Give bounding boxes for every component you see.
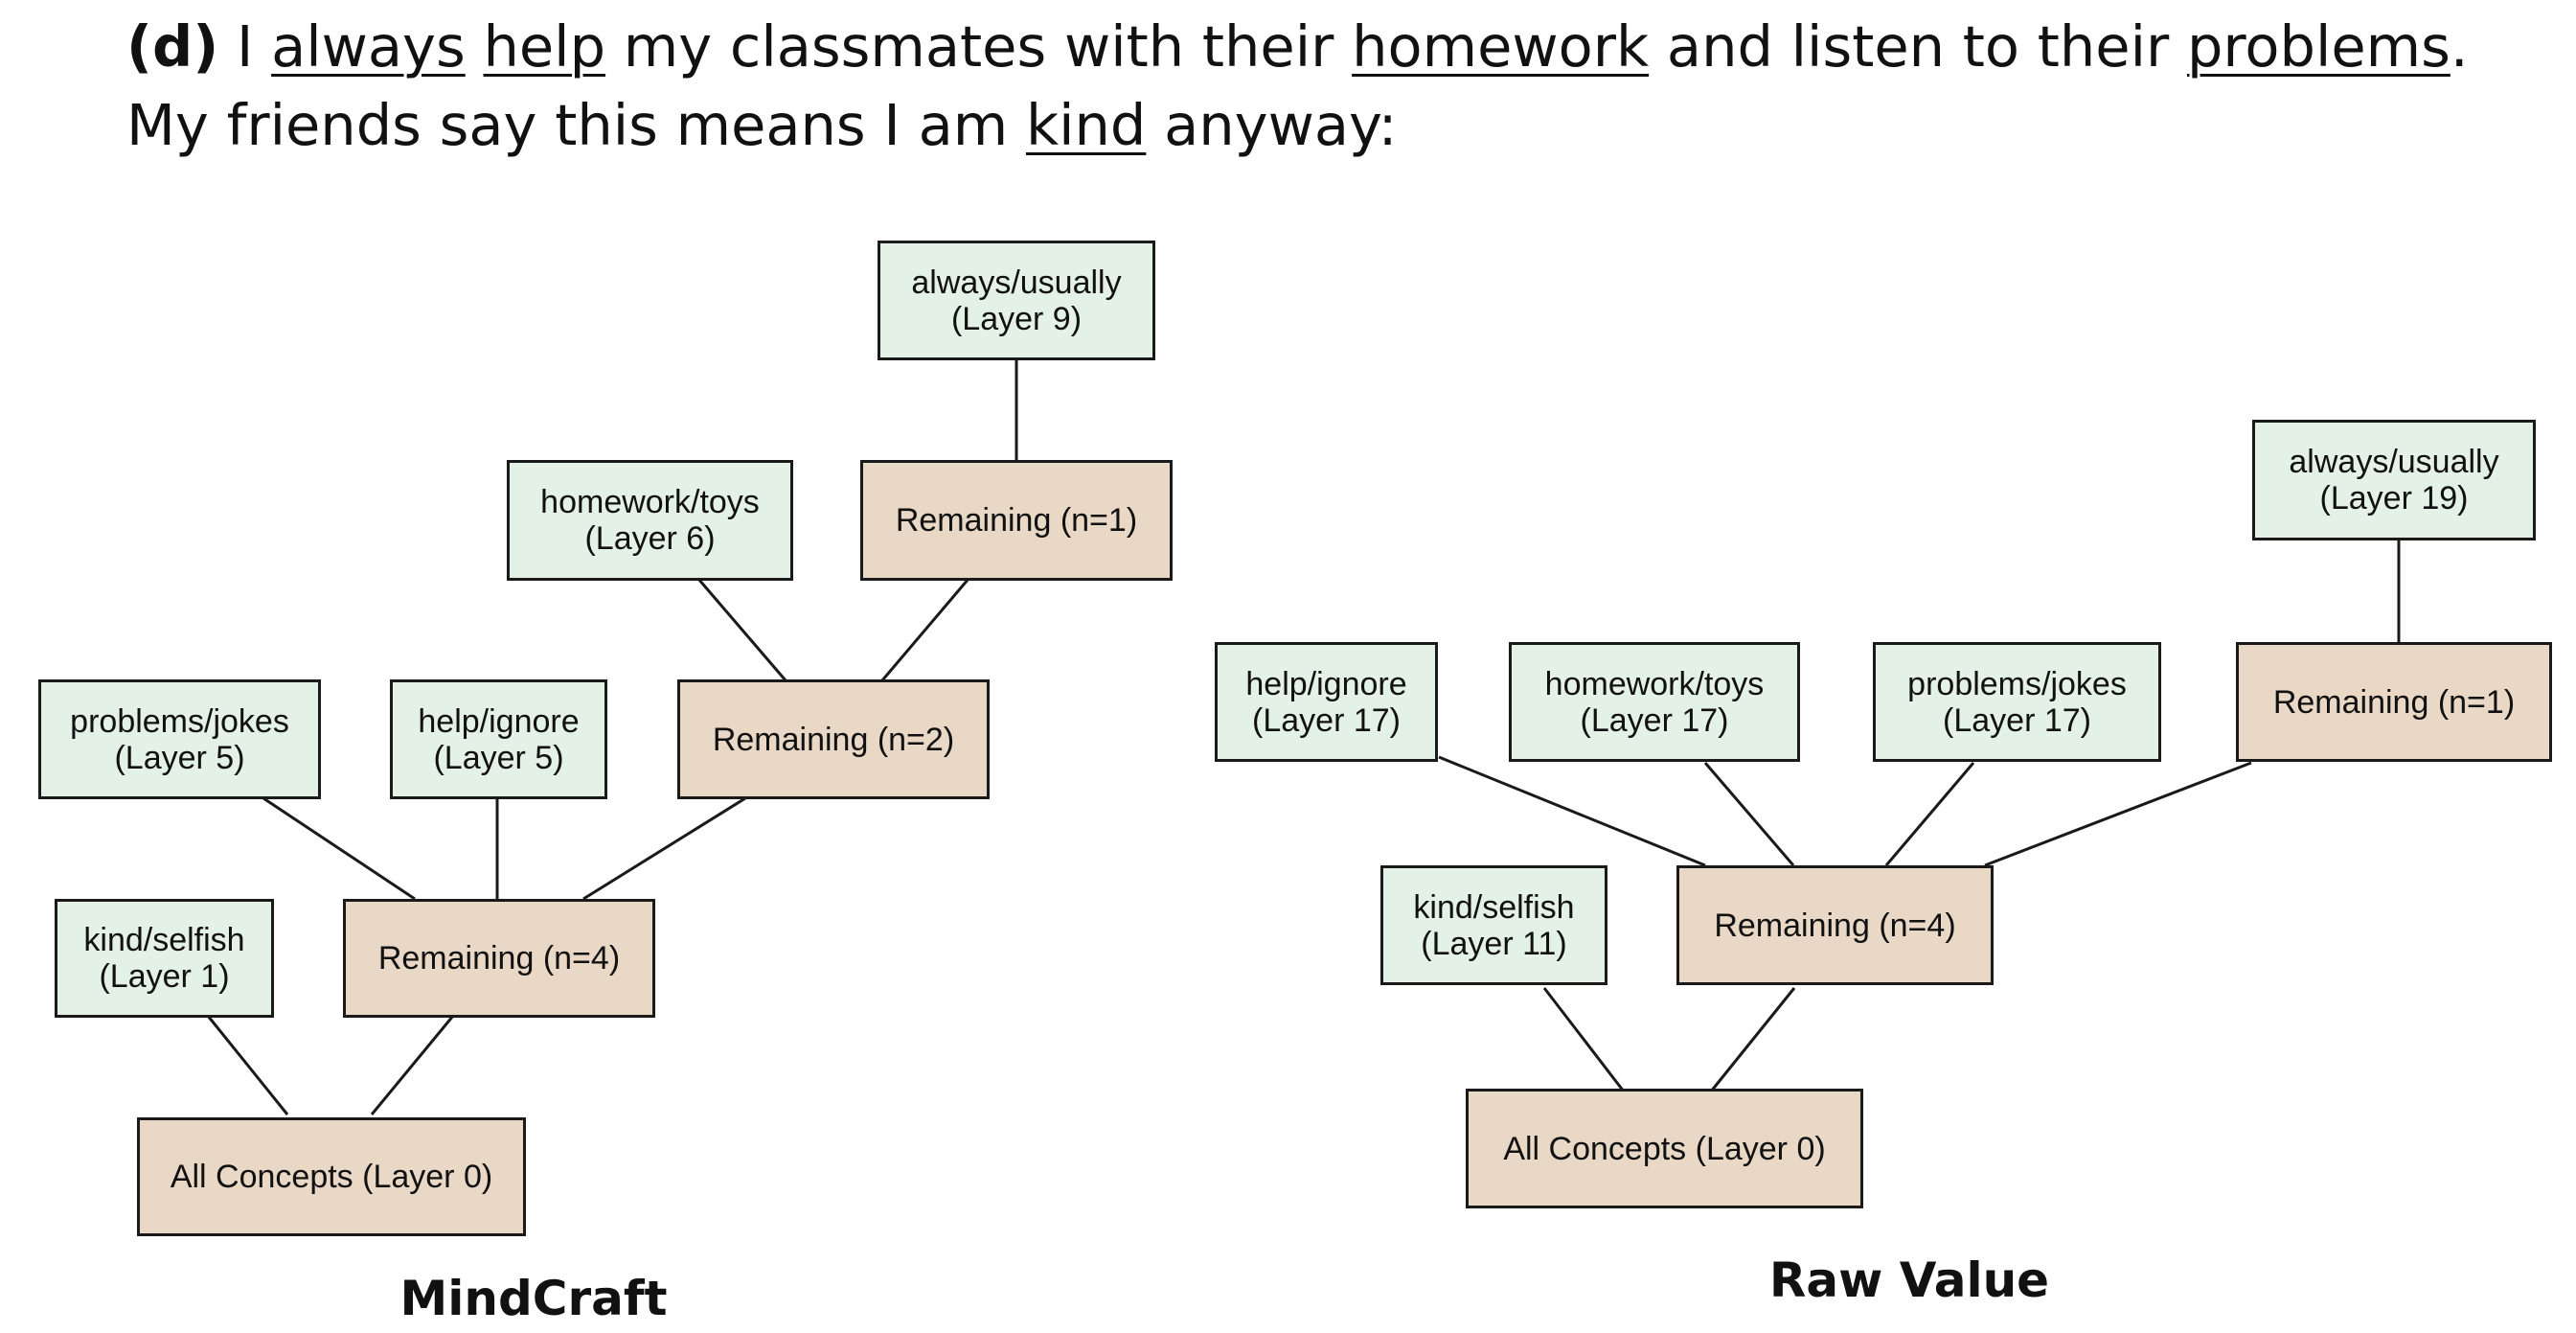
mc-remaining-1-node: Remaining (n=1)	[860, 460, 1173, 581]
concept-layer: (Layer 5)	[433, 739, 564, 776]
rawvalue-title: Raw Value	[1768, 1253, 2050, 1308]
concept-layer: (Layer 11)	[1421, 925, 1567, 962]
edge-rv-rem4-homework	[1703, 762, 1795, 866]
edge-rv-root-rem4	[1709, 987, 1796, 1092]
edge-rv-root-kind	[1542, 987, 1626, 1092]
mindcraft-title: MindCraft	[399, 1271, 668, 1326]
rv-remaining-4-node: Remaining (n=4)	[1676, 865, 1994, 985]
node-label: Remaining (n=4)	[1714, 907, 1956, 944]
edge-mc-rem2-homework	[696, 578, 787, 681]
mc-root-node: All Concepts (Layer 0)	[137, 1117, 526, 1236]
concept-layer: (Layer 17)	[1252, 701, 1401, 739]
mc-remaining-4-node: Remaining (n=4)	[343, 899, 655, 1018]
caption-text: I	[236, 13, 272, 80]
node-label: Remaining (n=4)	[377, 940, 621, 977]
concept-name: problems/jokes	[70, 702, 289, 740]
mc-remaining-2-node: Remaining (n=2)	[677, 679, 990, 799]
concept-layer: (Layer 9)	[950, 300, 1083, 337]
edge-rv-rem4-problems	[1884, 762, 1975, 866]
mc-always-node: always/usually(Layer 9)	[878, 241, 1155, 360]
concept-name: help/ignore	[1245, 665, 1407, 702]
mc-help-node: help/ignore(Layer 5)	[390, 679, 607, 799]
caption-text: anyway:	[1146, 92, 1398, 158]
concept-layer: (Layer 6)	[584, 520, 716, 557]
edge-mc-rem2-rem1	[880, 578, 970, 681]
caption-text: my classmates with their	[605, 13, 1353, 80]
concept-name: help/ignore	[418, 702, 580, 740]
figure-caption: (d) I always help my classmates with the…	[126, 8, 2521, 165]
concept-name: always/usually	[2289, 444, 2499, 480]
rv-root-node: All Concepts (Layer 0)	[1466, 1089, 1863, 1208]
rv-help-node: help/ignore(Layer 17)	[1215, 642, 1438, 762]
mc-homework-node: homework/toys(Layer 6)	[507, 460, 793, 581]
mc-kind-node: kind/selfish(Layer 1)	[55, 899, 274, 1018]
concept-layer: (Layer 19)	[2319, 480, 2469, 517]
concept-name: always/usually	[911, 264, 1122, 301]
concept-name: kind/selfish	[83, 922, 245, 958]
edge-mc-rem4-rem2	[582, 796, 746, 901]
edge-rv-rem4-help	[1438, 755, 1706, 867]
underlined-kind: kind	[1025, 92, 1147, 158]
underlined-homework: homework	[1352, 13, 1650, 80]
rv-kind-node: kind/selfish(Layer 11)	[1380, 865, 1607, 985]
rv-remaining-1-node: Remaining (n=1)	[2236, 642, 2552, 762]
concept-layer: (Layer 5)	[114, 739, 245, 776]
concept-layer: (Layer 17)	[1943, 701, 2091, 739]
edge-rv-rem4-rem1	[1984, 761, 2252, 867]
rv-homework-node: homework/toys(Layer 17)	[1509, 642, 1800, 762]
node-label: Remaining (n=1)	[2272, 683, 2516, 721]
node-label: All Concepts (Layer 0)	[1503, 1130, 1826, 1167]
caption-text: . My friends say this means I am	[126, 13, 2469, 158]
edge-mc-root-rem4	[370, 1015, 455, 1115]
concept-name: kind/selfish	[1413, 888, 1575, 926]
node-label: All Concepts (Layer 0)	[170, 1159, 493, 1195]
concept-layer: (Layer 17)	[1580, 701, 1729, 739]
rv-problems-node: problems/jokes(Layer 17)	[1873, 642, 2161, 762]
underlined-always: always	[271, 13, 466, 80]
concept-name: homework/toys	[540, 484, 760, 520]
concept-name: problems/jokes	[1907, 665, 2127, 702]
rv-always-node: always/usually(Layer 19)	[2252, 420, 2536, 540]
node-label: Remaining (n=1)	[895, 502, 1138, 539]
edge-mc-rem4-problems	[262, 796, 416, 901]
caption-text: and listen to their	[1649, 13, 2187, 80]
underlined-help: help	[483, 13, 606, 80]
underlined-problems: problems	[2186, 13, 2451, 80]
panel-label: (d)	[126, 13, 219, 80]
edge-mc-root-kind	[206, 1015, 289, 1115]
concept-name: homework/toys	[1544, 665, 1765, 702]
mc-problems-node: problems/jokes(Layer 5)	[38, 679, 321, 799]
node-label: Remaining (n=2)	[712, 721, 955, 758]
concept-layer: (Layer 1)	[99, 958, 230, 995]
